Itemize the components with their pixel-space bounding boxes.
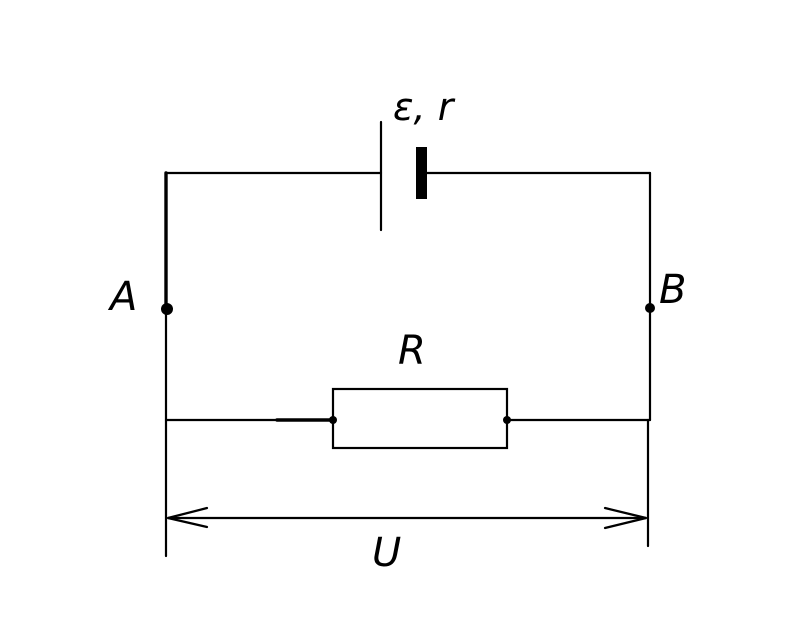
node-a-dot [161, 303, 173, 315]
resistor-label: R [398, 328, 426, 374]
battery-short-plate [416, 147, 427, 199]
voltage-label: U [372, 530, 401, 576]
resistor-left-terminal [329, 416, 337, 424]
node-b-label: B [659, 267, 686, 313]
node-b-dot [645, 303, 655, 313]
resistor-body [331, 387, 509, 450]
resistor-right-terminal [503, 416, 511, 424]
node-a-label: A [107, 274, 137, 320]
voltage-arrowhead-right [603, 506, 647, 530]
battery-label: ε, r [393, 85, 456, 129]
voltage-arrowhead-left [167, 506, 209, 529]
